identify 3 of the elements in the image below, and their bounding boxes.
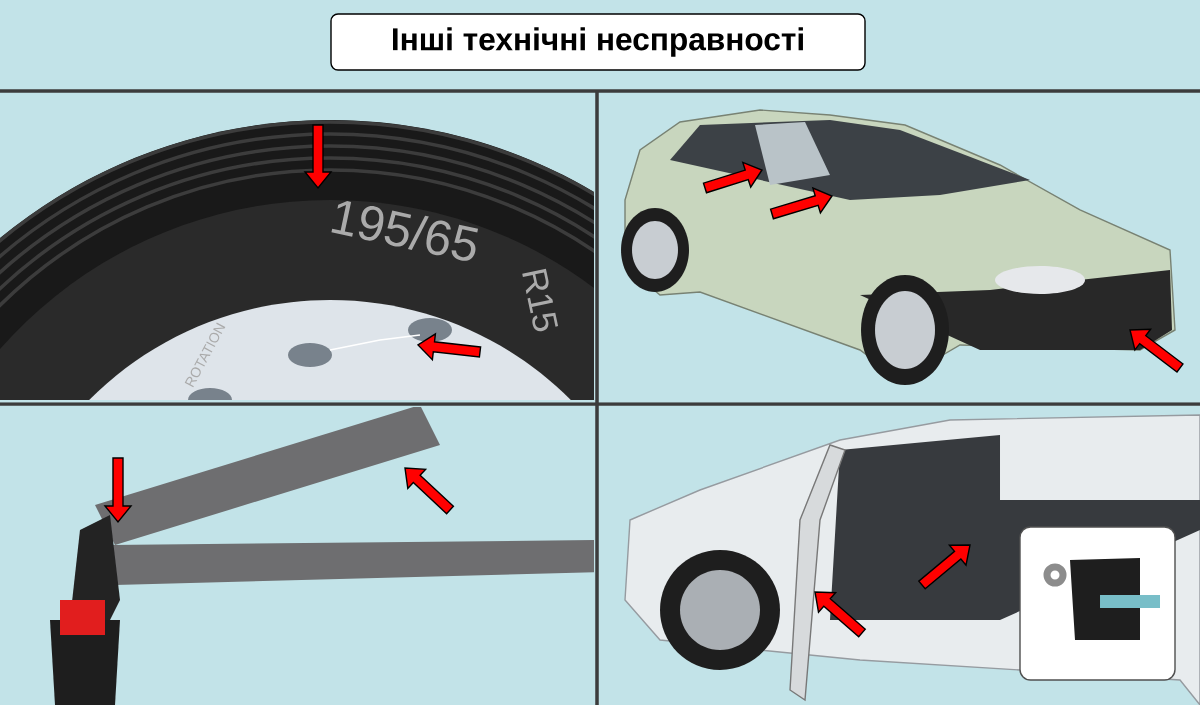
- tire-marking: 195/65: [331, 201, 479, 261]
- title-box: Інші технічні несправності: [330, 13, 866, 71]
- tire-marking: R15: [522, 268, 559, 332]
